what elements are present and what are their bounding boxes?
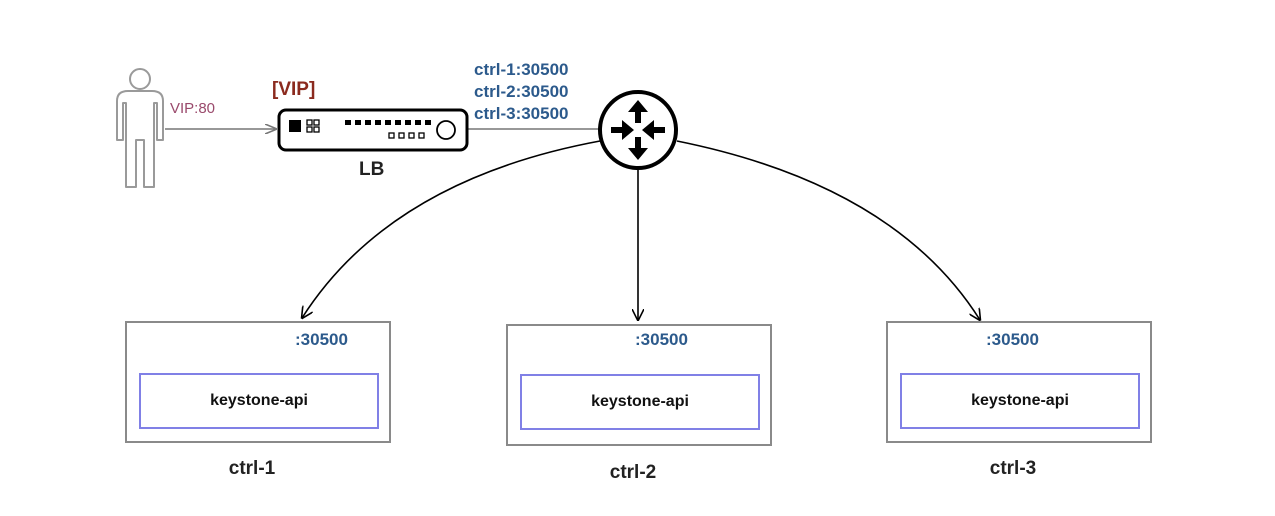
- service-keystone-api: keystone-api: [900, 373, 1140, 429]
- vip-edge-label: VIP:80: [170, 100, 216, 117]
- router-target-2: ctrl-2:30500: [474, 82, 569, 101]
- lb-label: LB: [359, 159, 385, 180]
- node-ctrl-2: :30500 keystone-api: [506, 324, 772, 446]
- node-port: :30500: [635, 330, 688, 349]
- node-name: ctrl-2: [609, 462, 657, 483]
- node-ctrl-3: :30500 keystone-api: [886, 321, 1152, 443]
- router-icon: [598, 90, 678, 170]
- node-port: :30500: [295, 330, 348, 349]
- edge-router-to-ctrl-3: [676, 140, 980, 320]
- service-keystone-api: keystone-api: [520, 374, 760, 430]
- node-name: ctrl-1: [228, 458, 276, 479]
- edge-router-to-ctrl-1: [302, 140, 601, 318]
- node-port: :30500: [986, 330, 1039, 349]
- load-balancer-icon: [277, 108, 469, 152]
- vip-tag: [VIP]: [272, 79, 316, 100]
- router-target-1: ctrl-1:30500: [474, 60, 569, 79]
- node-name: ctrl-3: [989, 458, 1037, 479]
- service-keystone-api: keystone-api: [139, 373, 379, 429]
- router-target-3: ctrl-3:30500: [474, 104, 569, 123]
- user-icon: [116, 68, 164, 188]
- node-ctrl-1: :30500 keystone-api: [125, 321, 391, 443]
